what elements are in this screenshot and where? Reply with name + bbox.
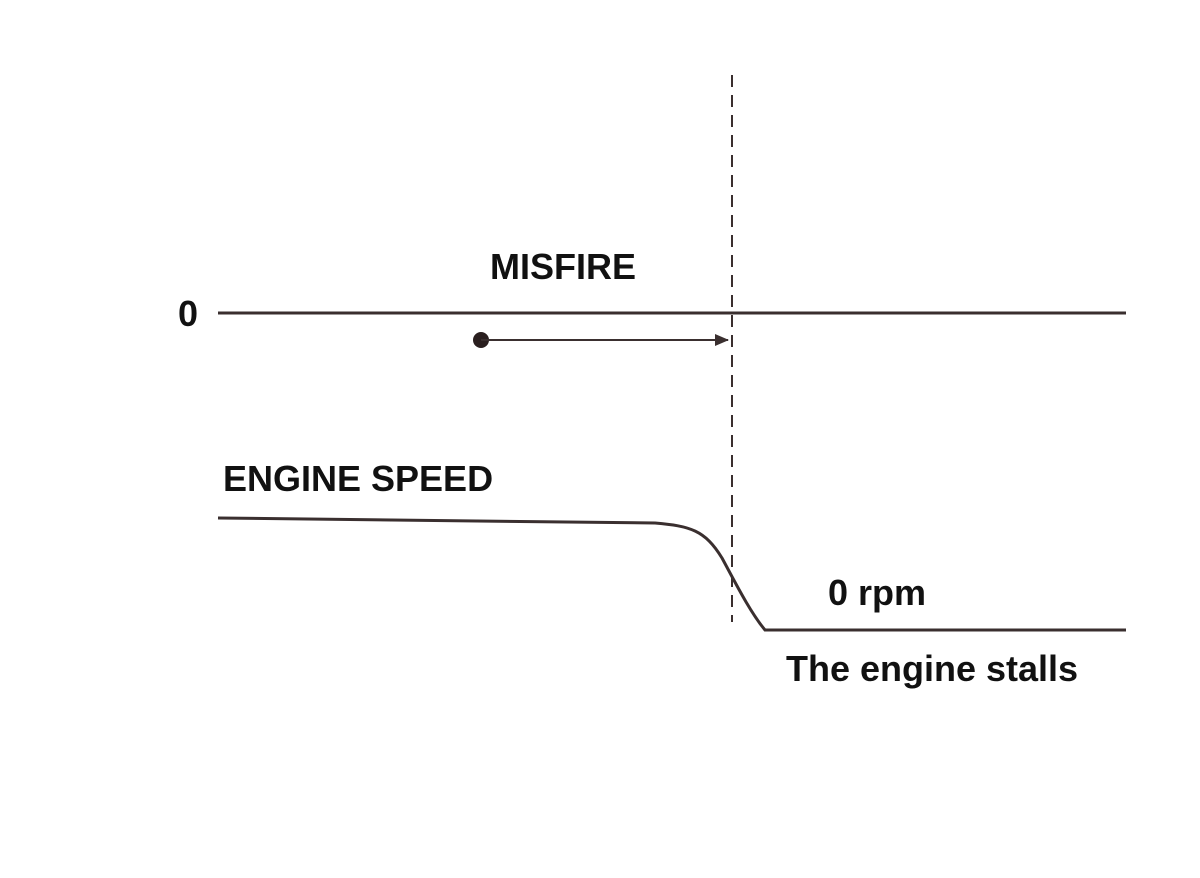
misfire-label: MISFIRE <box>490 246 636 287</box>
engine-stalls-label: The engine stalls <box>786 648 1078 689</box>
engine-speed-curve <box>217 516 1126 632</box>
engine-speed-label: ENGINE SPEED <box>223 458 493 499</box>
zero-rpm-label: 0 rpm <box>828 572 926 613</box>
zero-label: 0 <box>178 293 198 334</box>
